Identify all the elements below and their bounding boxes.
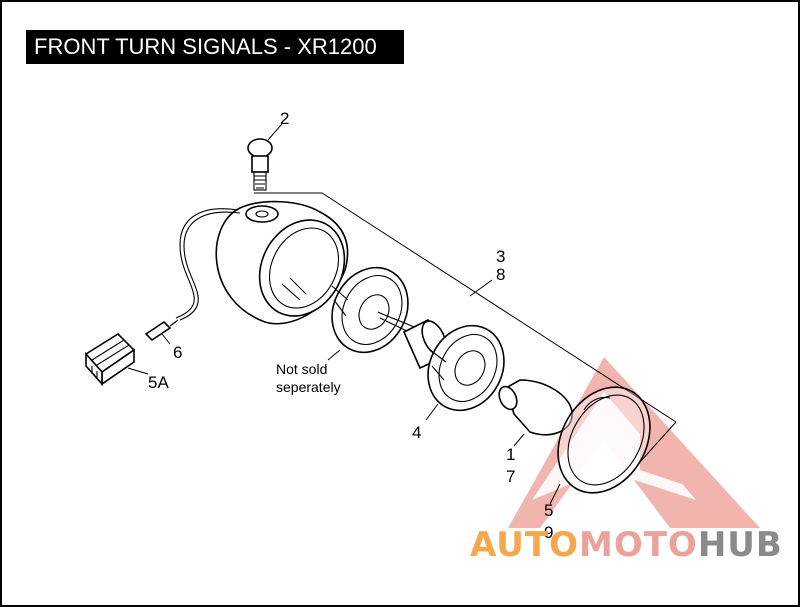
callout-7: 7 xyxy=(506,467,515,486)
watermark-part-a: AUTO xyxy=(470,525,579,565)
assembly-bracket-line xyxy=(254,192,677,463)
watermark-part-c: HUB xyxy=(698,525,783,565)
watermark-part-b: MOTO xyxy=(579,525,698,565)
lens-part xyxy=(557,386,651,494)
bezel-ring-part xyxy=(427,324,505,412)
terminal-part xyxy=(144,319,179,342)
callout-9: 9 xyxy=(544,523,553,542)
callout-6: 6 xyxy=(173,343,182,362)
turn-signal-housing-part xyxy=(215,200,349,325)
bulb-part xyxy=(498,379,573,436)
wire-harness xyxy=(175,208,241,321)
mounting-stud-part xyxy=(247,138,273,191)
callout-4: 4 xyxy=(412,423,421,442)
callout-5: 5 xyxy=(544,501,553,520)
leader-lines xyxy=(127,123,561,505)
callout-1: 1 xyxy=(506,445,515,464)
connector-part xyxy=(84,332,136,387)
diagram-title: FRONT TURN SIGNALS - XR1200 xyxy=(26,30,404,64)
note-not-sold-line1: Not sold xyxy=(276,361,327,377)
callout-5a: 5A xyxy=(148,373,169,392)
note-not-sold-line2: seperately xyxy=(276,379,341,395)
callout-2: 2 xyxy=(280,109,289,128)
lamp-seal-part xyxy=(331,266,409,354)
callout-3: 3 xyxy=(496,247,505,266)
watermark-text: AUTOMOTOHUB xyxy=(470,525,783,565)
callout-8: 8 xyxy=(496,265,505,284)
